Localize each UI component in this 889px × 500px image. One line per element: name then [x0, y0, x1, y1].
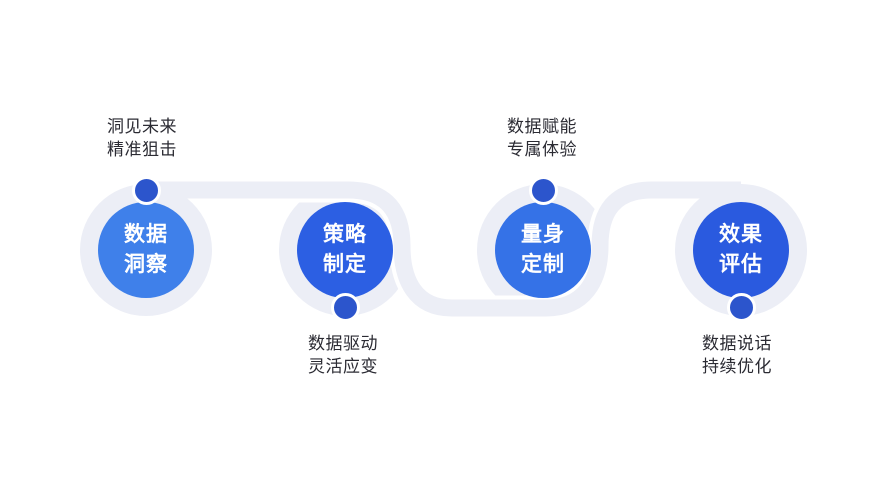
step-4-caption-line-1: 数据说话	[702, 334, 772, 353]
step-2-caption: 数据驱动 灵活应变	[308, 332, 378, 378]
step-2-dot	[330, 292, 360, 322]
step-3-dot	[528, 175, 558, 205]
step-1-caption-line-2: 精准狙击	[107, 140, 177, 159]
step-node-4: 效果 评估	[693, 202, 789, 298]
step-2-caption-line-2: 灵活应变	[308, 357, 378, 376]
step-1-caption-line-1: 洞见未来	[107, 117, 177, 136]
step-4-label-line-2: 评估	[719, 253, 763, 276]
step-3-caption-line-2: 专属体验	[507, 140, 577, 159]
step-node-1: 数据 洞察	[98, 202, 194, 298]
step-3-label-line-2: 定制	[521, 253, 565, 276]
step-4-dot	[726, 292, 756, 322]
track-line	[146, 181, 741, 317]
step-1-label-line-1: 数据	[124, 223, 168, 246]
step-2-caption-line-1: 数据驱动	[308, 334, 378, 353]
step-4-label-line-1: 效果	[719, 223, 763, 246]
step-3-caption-line-1: 数据赋能	[507, 117, 577, 136]
step-node-2: 策略 制定	[297, 202, 393, 298]
step-4-caption: 数据说话 持续优化	[702, 332, 772, 378]
step-3-caption: 数据赋能 专属体验	[507, 115, 577, 161]
step-2-label-line-2: 制定	[323, 253, 367, 276]
step-4-caption-line-2: 持续优化	[702, 357, 772, 376]
step-node-3: 量身 定制	[495, 202, 591, 298]
step-1-caption: 洞见未来 精准狙击	[107, 115, 177, 161]
step-3-label-line-1: 量身	[521, 223, 565, 246]
step-1-label-line-2: 洞察	[124, 253, 168, 276]
step-2-label-line-1: 策略	[323, 223, 367, 246]
step-1-dot	[131, 175, 161, 205]
